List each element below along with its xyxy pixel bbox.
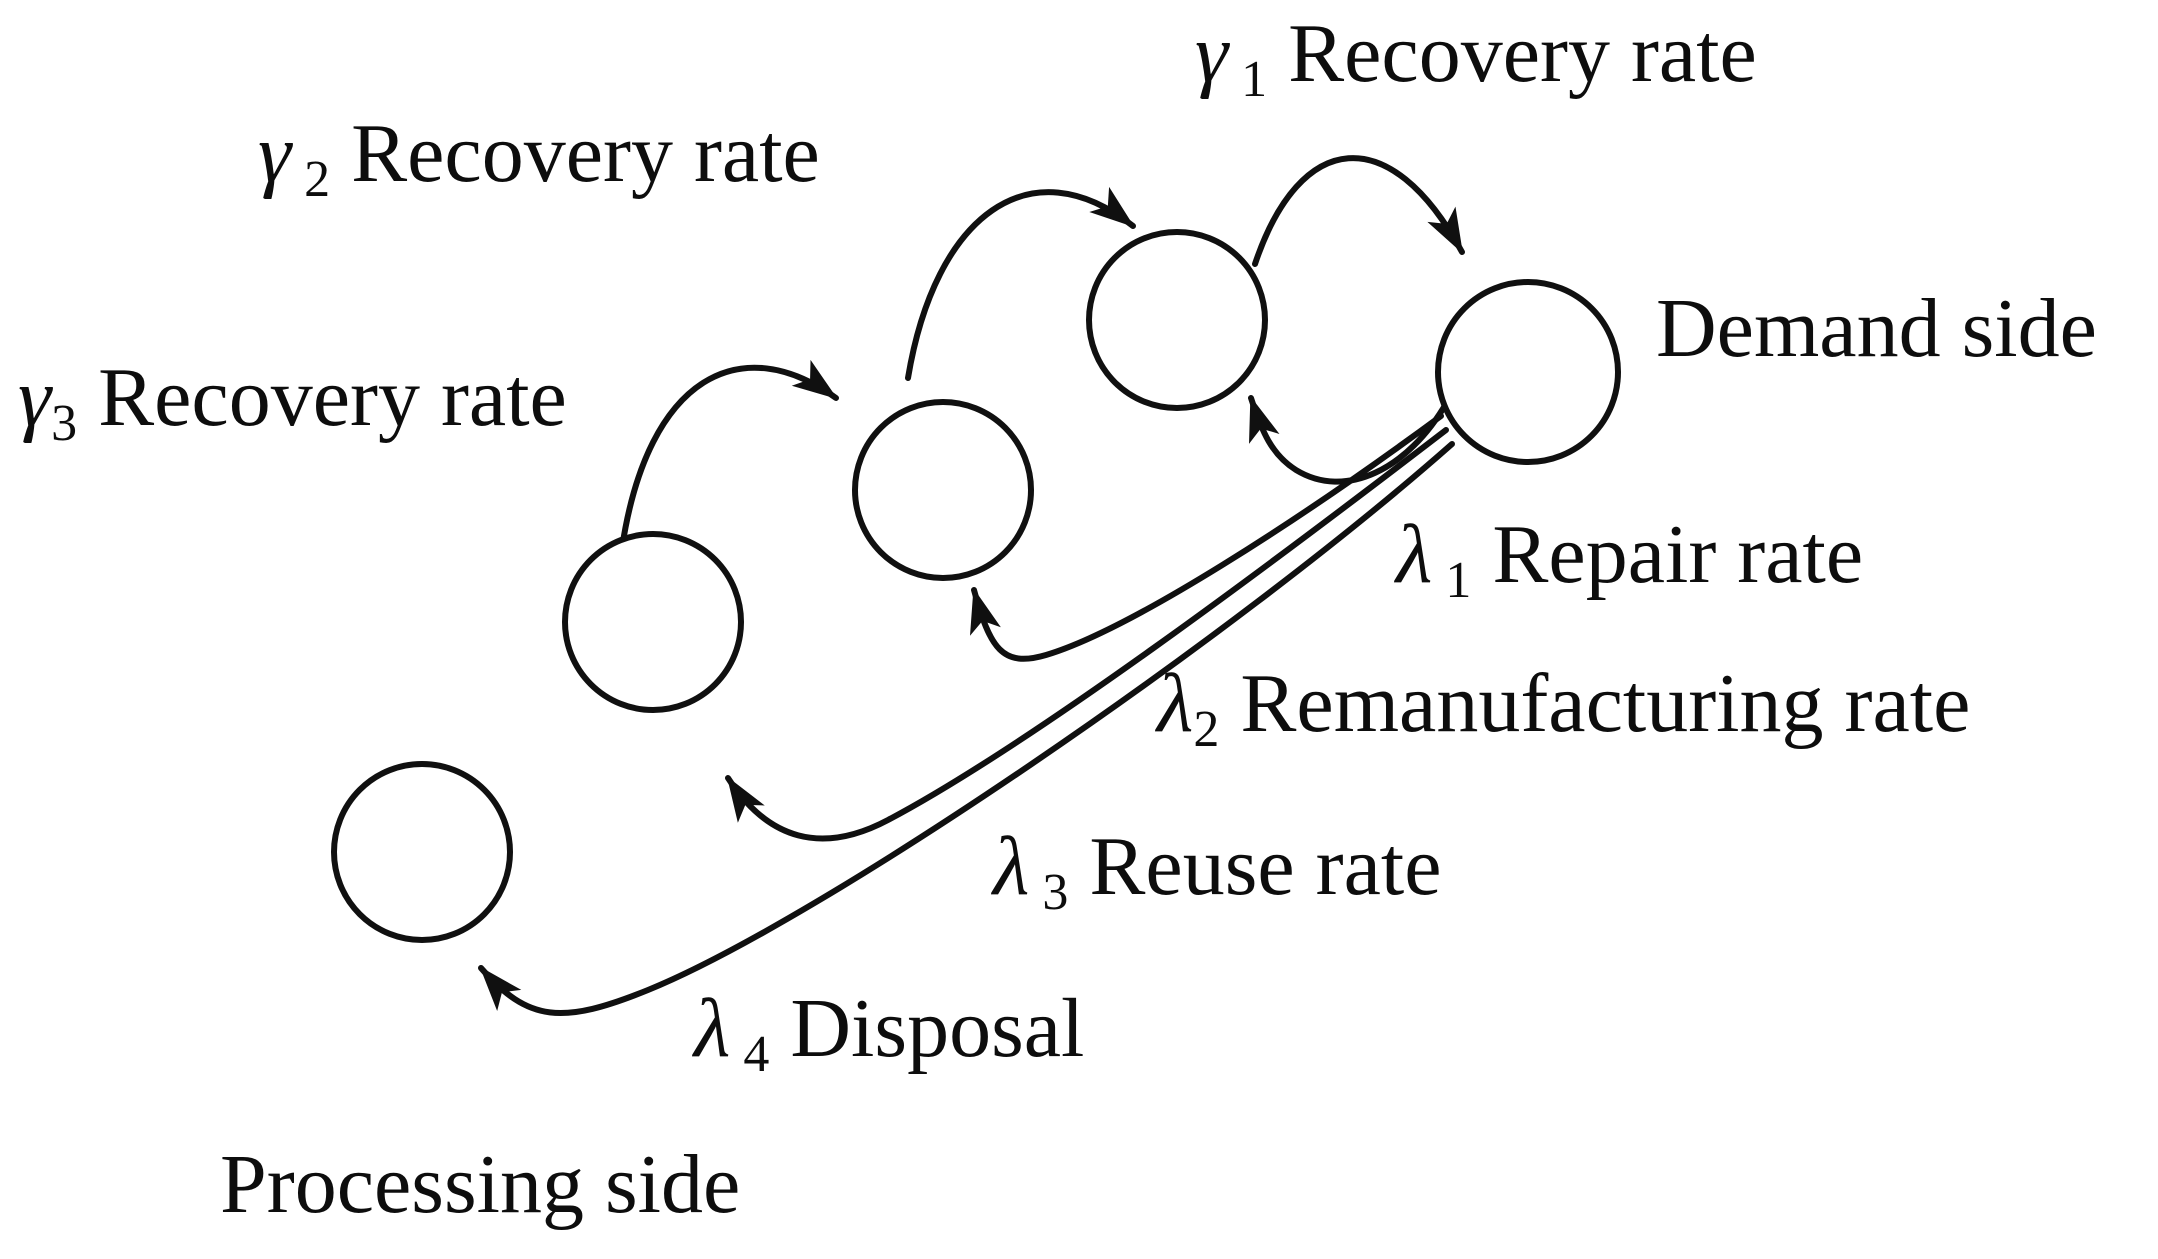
subscript-3: 3 <box>51 395 78 452</box>
arrow-lambda3-reuse <box>725 427 1449 842</box>
subscript-1: 1 <box>1432 552 1472 609</box>
subscript-3: 3 <box>1029 864 1069 921</box>
subscript-2: 2 <box>291 151 331 208</box>
label-text: Processing side <box>220 1138 741 1231</box>
label-lambda1-repair-rate: λ 1 Repair rate <box>1396 513 1863 607</box>
arrow-lambda4-disposal <box>478 441 1455 1016</box>
arrow-lambda2-remanufacturing <box>970 413 1444 662</box>
arrow-gamma2-recovery <box>905 186 1136 381</box>
arrow-gamma3-recovery <box>619 359 839 551</box>
label-text: Disposal <box>769 982 1085 1075</box>
subscript-2: 2 <box>1193 701 1220 758</box>
label-text: Reuse rate <box>1068 820 1442 913</box>
gamma-symbol: γ <box>18 351 52 444</box>
label-text: Repair rate <box>1471 508 1864 601</box>
lambda-symbol: λ <box>694 982 731 1075</box>
node-demand-side <box>1435 279 1621 465</box>
node-processing-side <box>331 761 513 943</box>
label-gamma3-recovery-rate: γ3 Recovery rate <box>18 356 567 450</box>
label-gamma1-recovery-rate: γ 1 Recovery rate <box>1195 12 1757 106</box>
gamma-symbol: γ <box>1195 7 1229 100</box>
lambda-symbol: λ <box>1157 657 1194 750</box>
label-processing-side: Processing side <box>220 1143 740 1227</box>
arrow-gamma1-recovery <box>1252 155 1465 267</box>
label-text: Recovery rate <box>1267 7 1757 100</box>
node-recovery-state-1 <box>1086 229 1268 411</box>
label-demand-side: Demand side <box>1656 287 2097 371</box>
subscript-4: 4 <box>730 1026 770 1083</box>
label-lambda4-disposal: λ 4 Disposal <box>694 987 1084 1081</box>
arrow-lambda1-repair <box>1248 395 1450 485</box>
node-recovery-state-3 <box>562 531 744 713</box>
label-text: Demand side <box>1656 282 2097 375</box>
node-recovery-state-2 <box>852 399 1034 581</box>
label-text: Remanufacturing rate <box>1219 657 1971 750</box>
label-text: Recovery rate <box>77 351 567 444</box>
subscript-1: 1 <box>1228 51 1268 108</box>
label-gamma2-recovery-rate: γ 2 Recovery rate <box>258 112 820 206</box>
label-text: Recovery rate <box>330 107 820 200</box>
label-lambda2-remanufacturing-rate: λ2 Remanufacturing rate <box>1157 662 1970 756</box>
label-lambda3-reuse-rate: λ 3 Reuse rate <box>993 825 1442 919</box>
lambda-symbol: λ <box>1396 508 1433 601</box>
lambda-symbol: λ <box>993 820 1030 913</box>
gamma-symbol: γ <box>258 107 292 200</box>
